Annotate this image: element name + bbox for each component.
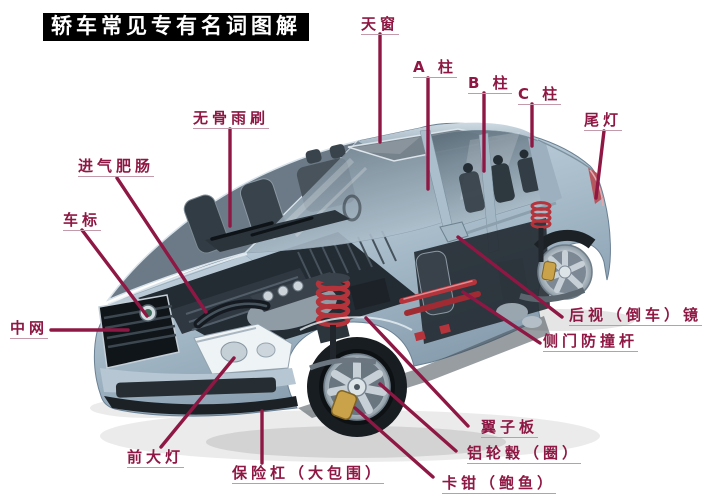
mirror-graphic (439, 221, 469, 243)
callout-line-tail-light (594, 129, 606, 200)
door-cavity (399, 218, 550, 344)
callout-line-side-impact-bar (461, 290, 542, 345)
headlight-graphic (193, 323, 293, 375)
bumper-graphic (100, 368, 298, 415)
label-fender: 翼子板 (481, 418, 539, 438)
callout-line-car-badge (80, 228, 149, 318)
label-c-pillar: C 柱 (518, 85, 562, 105)
label-car-badge: 车标 (63, 211, 102, 231)
label-frameless-wiper: 无骨雨刷 (193, 109, 270, 129)
callout-line-alloy-wheel (378, 382, 458, 453)
callout-lines (49, 32, 606, 479)
callout-line-brake-caliper (353, 406, 435, 479)
label-a-pillar: A 柱 (413, 58, 457, 78)
rear-spring-graphic (530, 201, 552, 229)
label-brake-caliper: 卡钳（鲍鱼） (442, 474, 557, 494)
fender-highlight (299, 316, 413, 331)
callout-line-intake-pipe (115, 176, 208, 314)
label-intake-pipe: 进气肥肠 (78, 157, 155, 177)
front-spring-graphic (315, 276, 351, 328)
label-alloy-wheel: 铝轮毂（圈） (467, 444, 582, 464)
label-b-pillar: B 柱 (468, 74, 512, 94)
callout-line-headlight (159, 356, 236, 449)
hood-highlight (107, 253, 248, 305)
label-rearview-mirror: 后视（倒车）镜 (569, 306, 703, 326)
label-grille: 中网 (10, 319, 49, 339)
label-bumper-bodykit: 保险杠（大包围） (232, 464, 385, 484)
page-title: 轿车常见专有名词图解 (43, 13, 309, 42)
rear-wheel-graphic (496, 201, 596, 328)
side-impact-bar-graphic (399, 279, 477, 304)
c-pillar-graphic (528, 138, 562, 207)
label-side-impact-bar: 侧门防撞杆 (543, 332, 639, 352)
callout-line-fender (364, 316, 470, 428)
label-tail-light: 尾灯 (584, 111, 623, 131)
tail-light-graphic (588, 167, 604, 207)
label-headlight: 前大灯 (127, 448, 185, 468)
label-sunroof: 天窗 (361, 15, 400, 35)
front-wheel-graphic (307, 273, 407, 437)
trunk-line (537, 139, 593, 171)
grille-graphic (98, 294, 180, 369)
wiper-graphic (210, 216, 314, 241)
callout-line-rearview-mirror (456, 235, 564, 319)
